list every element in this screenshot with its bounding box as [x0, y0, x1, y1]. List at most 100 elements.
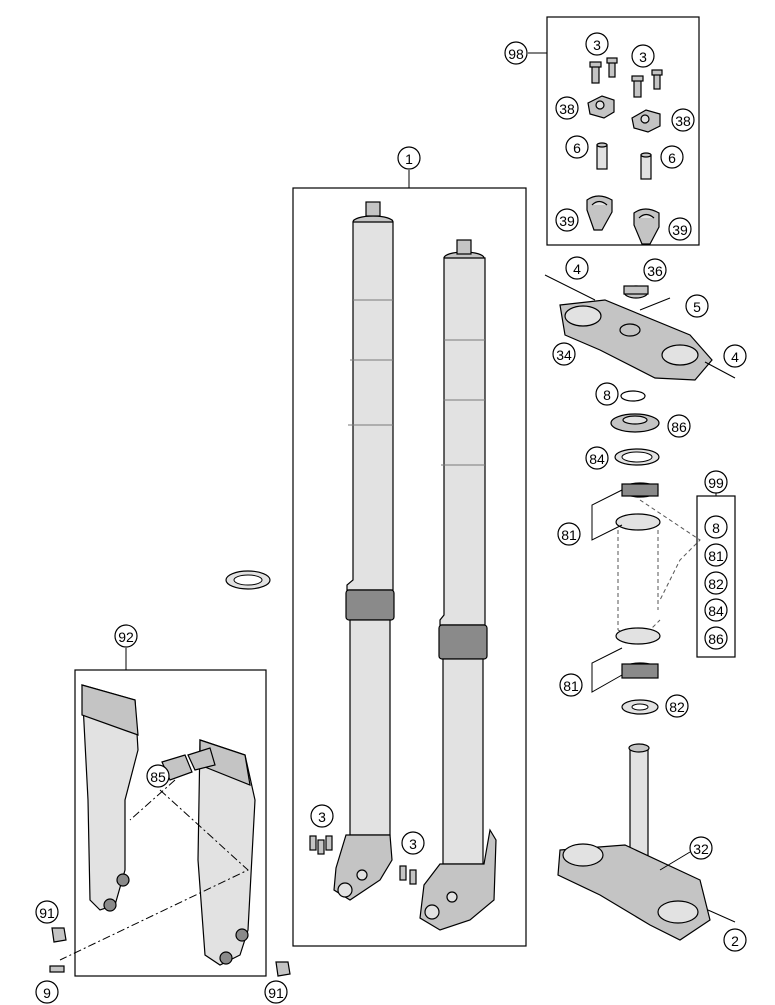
svg-text:6: 6: [573, 140, 581, 156]
bearing-race-bottom: [621, 699, 659, 715]
fork-leg-left: [333, 201, 395, 901]
guard-assembly-line: [59, 779, 249, 961]
svg-text:92: 92: [118, 629, 134, 645]
callout-5: 5: [685, 294, 709, 318]
svg-text:2: 2: [731, 933, 739, 949]
svg-text:9: 9: [43, 985, 51, 1001]
callout-36: 36: [643, 258, 667, 282]
handlebar-clamp-right: [631, 109, 661, 133]
upper-race: [615, 513, 661, 531]
callout-92: 92: [114, 624, 138, 648]
svg-text:81: 81: [561, 527, 577, 543]
svg-text:4: 4: [573, 261, 581, 277]
o-ring: [620, 390, 646, 402]
callout-3b: 3: [631, 44, 655, 68]
spacer-nut-left: [51, 927, 67, 943]
svg-text:85: 85: [150, 769, 166, 785]
callout-32: 32: [689, 836, 713, 860]
svg-text:8: 8: [712, 520, 720, 536]
kit-item-81: 81: [704, 543, 728, 567]
callout-34: 34: [552, 342, 576, 366]
cap-nut: [623, 285, 649, 299]
callout-1: 1: [397, 146, 421, 170]
svg-text:91: 91: [268, 985, 284, 1001]
svg-text:3: 3: [593, 37, 601, 53]
spacer-nut-right: [275, 961, 291, 977]
callout-39a: 39: [555, 208, 579, 232]
fork-clamp-screws-left: [309, 835, 333, 855]
fork-guard-left: [81, 684, 139, 912]
guard-screw: [49, 965, 65, 973]
svg-text:39: 39: [559, 213, 575, 229]
callout-4a: 4: [565, 256, 589, 280]
callout-6a: 6: [565, 135, 589, 159]
callout-4b: 4: [723, 344, 747, 368]
handlebar-support-left: [586, 195, 613, 231]
loose-ring: [225, 570, 271, 590]
svg-text:34: 34: [556, 347, 572, 363]
lower-triple-clamp: [557, 743, 736, 941]
callout-84: 84: [585, 446, 609, 470]
callout-98: 98: [504, 41, 528, 65]
kit-item-86: 86: [704, 626, 728, 650]
svg-text:98: 98: [508, 46, 524, 62]
svg-text:3: 3: [409, 836, 417, 852]
callout-91b: 91: [264, 980, 288, 1004]
lower-race: [615, 627, 661, 645]
svg-text:8: 8: [603, 387, 611, 403]
fork-leg-right: [419, 239, 497, 931]
handlebar-clamp-kit-box: [546, 16, 700, 246]
fork-guard-right: [197, 739, 256, 966]
screw-pair-left: [589, 57, 618, 84]
svg-text:5: 5: [693, 299, 701, 315]
seal-ring: [614, 448, 660, 466]
handlebar-support-right: [633, 208, 660, 245]
svg-text:38: 38: [559, 101, 575, 117]
kit-item-8: 8: [704, 515, 728, 539]
handlebar-clamp-left: [587, 95, 615, 119]
bushing-left: [596, 142, 608, 170]
svg-text:6: 6: [668, 150, 676, 166]
callout-38b: 38: [671, 108, 695, 132]
callout-85: 85: [146, 764, 170, 788]
callout-3a: 3: [585, 32, 609, 56]
callout-99: 99: [704, 470, 728, 494]
svg-text:36: 36: [647, 263, 663, 279]
callout-86: 86: [667, 414, 691, 438]
svg-text:81: 81: [708, 548, 724, 564]
upper-triple-clamp: [544, 274, 736, 381]
upper-bearing: [621, 482, 659, 498]
guard-clip: [161, 747, 216, 781]
callout-81b: 81: [559, 673, 583, 697]
svg-text:82: 82: [708, 576, 724, 592]
svg-text:1: 1: [405, 151, 413, 167]
kit-item-82: 82: [704, 571, 728, 595]
callout-6b: 6: [660, 145, 684, 169]
callout-81a: 81: [557, 522, 581, 546]
svg-text:4: 4: [731, 349, 739, 365]
svg-text:32: 32: [693, 841, 709, 857]
callout-39b: 39: [668, 217, 692, 241]
svg-text:3: 3: [639, 49, 647, 65]
svg-text:99: 99: [708, 475, 724, 491]
bushing-right: [640, 152, 652, 180]
callout-3d: 3: [401, 831, 425, 855]
svg-text:38: 38: [675, 113, 691, 129]
svg-text:3: 3: [318, 809, 326, 825]
svg-text:84: 84: [589, 451, 605, 467]
callout-3c: 3: [310, 804, 334, 828]
callout-9: 9: [35, 980, 59, 1004]
callout-82: 82: [665, 694, 689, 718]
lower-bearing: [621, 662, 659, 679]
kit-item-84: 84: [704, 598, 728, 622]
callout-8: 8: [595, 382, 619, 406]
callout-38a: 38: [555, 96, 579, 120]
fork-clamp-screws-right: [399, 865, 417, 885]
svg-text:84: 84: [708, 603, 724, 619]
callout-2: 2: [723, 928, 747, 952]
screw-pair-right: [631, 69, 663, 98]
fork-guard-kit-box: [74, 669, 267, 977]
svg-text:86: 86: [671, 419, 687, 435]
steering-head-outline: [617, 499, 701, 641]
